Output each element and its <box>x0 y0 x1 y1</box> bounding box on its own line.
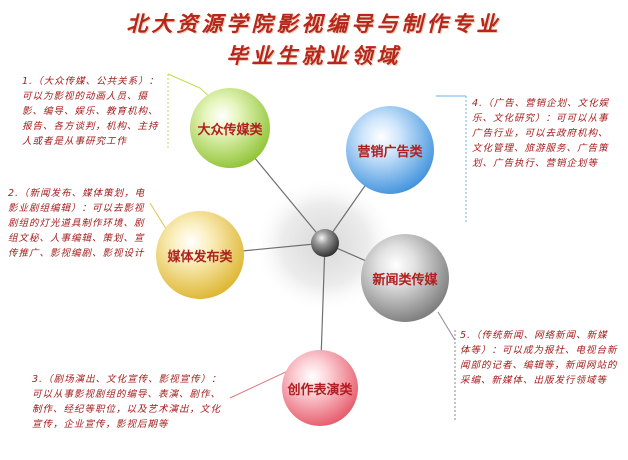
label-creative-performance: 创作表演类 <box>287 383 353 398</box>
leader-news-media <box>437 311 456 341</box>
desc-marketing: 4.（广告、营销企划、文化娱乐、文化研究）：可可以从事广告行业，可以去政府机构、… <box>472 98 610 169</box>
ball-mass-media <box>190 88 270 168</box>
label-media-publishing: 媒体发布类 <box>167 250 233 265</box>
desc-mass-media: 1.（大众传媒、公共关系）：可以为影视的动画人员、摄影、编导、娱乐、教育机构、报… <box>22 76 160 147</box>
title-line-2: 毕业生就业领域 <box>226 43 402 68</box>
leader-creative-performance <box>229 369 291 399</box>
ball-media-publishing <box>156 211 244 299</box>
label-marketing: 营销广告类 <box>357 145 423 160</box>
label-news-media: 新闻类传媒 <box>372 273 438 288</box>
desc-media-publishing: 2.（新闻发布、媒体策划，电影业剧组编辑）：可以去影视剧组的灯光道具制作环境、剧… <box>8 188 146 259</box>
ball-marketing <box>346 106 434 194</box>
title-line-1: 北大资源学院影视编导与制作专业 <box>126 11 502 36</box>
ball-news-media <box>361 234 449 322</box>
desc-news-media: 5.（传统新闻、网络新闻、新媒体等）：可以成为报社、电视台新闻部的记者、编辑等，… <box>460 330 618 386</box>
center-hub <box>311 229 339 257</box>
ball-creative-performance <box>282 350 358 426</box>
desc-creative-performance: 3.（剧场演出、文化宣传、影视宣传）：可以从事影视剧组的编导、表演、剧作、制作、… <box>32 374 222 430</box>
label-mass-media: 大众传媒类 <box>197 123 263 138</box>
leader-media-publishing <box>149 202 169 233</box>
